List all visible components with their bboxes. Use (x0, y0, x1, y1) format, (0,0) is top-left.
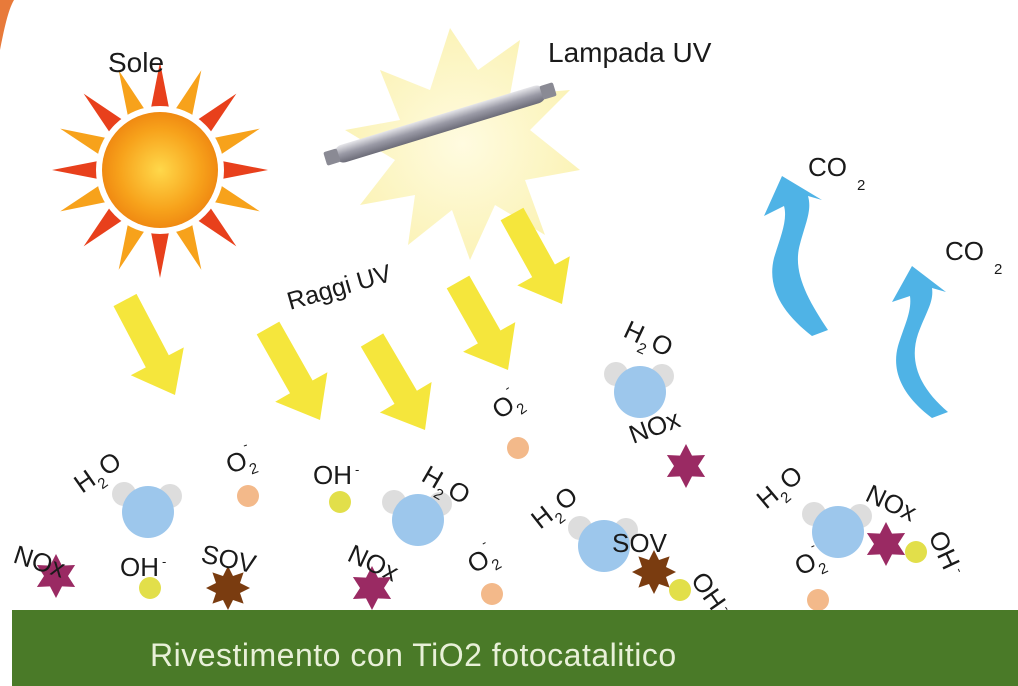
hydroxyl-particle (669, 579, 691, 601)
co2-label: CO 2 (945, 236, 1002, 278)
svg-text:OH: OH (120, 552, 159, 582)
nox-particle-icon (352, 566, 392, 610)
uv-burst (345, 28, 580, 260)
corner-fragment (0, 0, 14, 50)
tio2-coating-band (12, 610, 1018, 686)
svg-text:2: 2 (857, 177, 865, 194)
sun-icon (52, 62, 268, 278)
svg-text:-: - (162, 554, 166, 569)
svg-text:2: 2 (816, 559, 831, 578)
svg-text:2: 2 (994, 261, 1002, 278)
svg-text:2: 2 (247, 460, 261, 479)
nox-label: NOx (10, 539, 69, 584)
uv-ray-arrow (360, 333, 432, 430)
svg-text:OH: OH (313, 460, 352, 490)
nox-particle-icon (36, 554, 76, 598)
uv-ray-arrow (446, 275, 516, 370)
sov-label: SOV (199, 539, 260, 580)
superoxide-label: O2- (462, 535, 505, 579)
superoxide-particle (507, 437, 529, 459)
svg-text:O: O (774, 459, 809, 495)
hydroxyl-label: OH- (120, 552, 166, 582)
co2-arrow (892, 266, 948, 418)
uv-ray-arrow (500, 207, 570, 304)
hydroxyl-particle (329, 491, 351, 513)
water-molecule-icon (802, 502, 872, 558)
lamp-label: Lampada UV (548, 37, 712, 68)
uv-ray-arrow (256, 321, 328, 420)
nox-particle-icon (666, 444, 706, 488)
nox-particle-icon (866, 522, 906, 566)
water-molecule-icon (112, 482, 182, 538)
co2-label: CO 2 (808, 152, 865, 194)
svg-text:-: - (355, 462, 359, 477)
water-label: H2O (619, 314, 678, 363)
sun-label: Sole (108, 47, 164, 78)
superoxide-particle (237, 485, 259, 507)
svg-text:O: O (647, 327, 678, 363)
hydroxyl-label: OH- (923, 526, 968, 575)
superoxide-particle (807, 589, 829, 611)
svg-text:-: - (807, 538, 817, 553)
superoxide-label: O2- (222, 437, 261, 480)
sov-particle-icon (632, 550, 676, 594)
uv-lamp-icon (323, 82, 557, 166)
svg-text:CO: CO (945, 236, 984, 266)
rays-label: Raggi UV (284, 259, 395, 315)
co2-arrow (764, 176, 828, 336)
water-molecule-icon (568, 516, 638, 572)
hydroxyl-label: OH- (313, 460, 359, 490)
water-molecule-icon (382, 490, 452, 546)
superoxide-label: O2- (486, 380, 530, 425)
svg-text:O: O (549, 480, 583, 516)
coating-label: Rivestimento con TiO2 fotocatalitico (150, 637, 677, 673)
sov-label: SOV (612, 528, 668, 558)
uv-ray-arrow (113, 293, 184, 395)
hydroxyl-particle (139, 577, 161, 599)
superoxide-particle (481, 583, 503, 605)
water-molecule-icon (604, 362, 674, 418)
uv-ray-arrows (113, 207, 570, 430)
svg-text:-: - (478, 535, 489, 550)
hydroxyl-particle (905, 541, 927, 563)
svg-text:-: - (952, 565, 967, 575)
svg-text:2: 2 (489, 555, 505, 574)
svg-text:-: - (240, 437, 249, 453)
sov-particle-icon (206, 566, 250, 610)
svg-text:CO: CO (808, 152, 847, 182)
